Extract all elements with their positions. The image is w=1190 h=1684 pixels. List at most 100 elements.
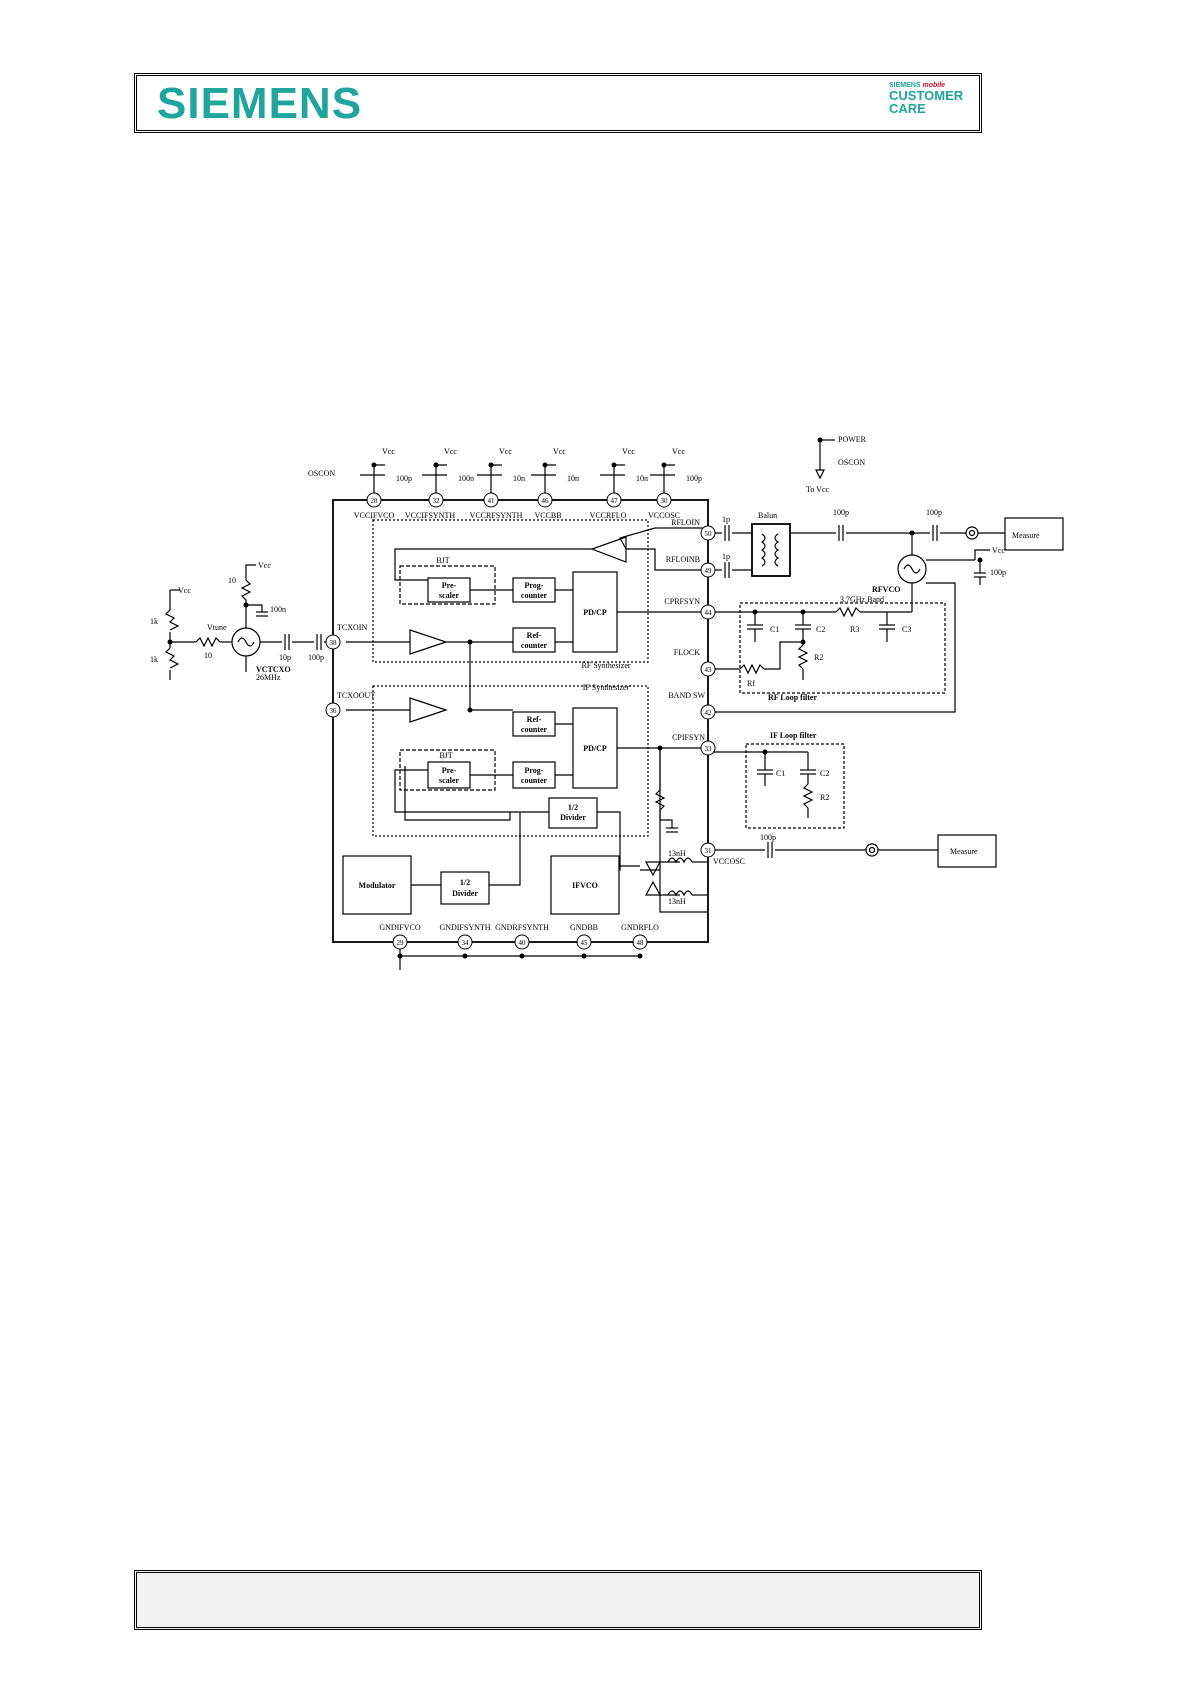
vcc-label-1: Vcc [382,447,395,456]
prescaler1-label-b: scaler [439,591,459,600]
bjt2-label: BJT [439,751,452,760]
pin-label-band-sw: BAND SW [668,691,705,700]
pin-num-45: 45 [581,939,589,947]
pin-num-38: 38 [330,639,338,647]
if-c1-label: C1 [776,769,785,778]
cc-logo-line3: CARE [889,101,926,116]
vctcxo-vcc-label: Vcc [258,561,271,570]
c1p-a-label: 1p [722,515,730,524]
c100p-a-label: 100p [833,508,849,517]
rf-c3-label: C3 [902,625,911,634]
measure2-label: Measure [950,847,978,856]
pin-num-31: 31 [705,847,713,855]
pin-num-50: 50 [705,530,713,538]
rf-loop-filter-region [739,602,946,694]
if-synth-label: IF Synthesizer [583,683,630,692]
inductor1-label: 13nH [668,849,686,858]
r1k-b-label: 1k [150,655,158,664]
r10b-label: 10 [204,651,212,660]
vcc-label-2: Vcc [444,447,457,456]
pin-num-46: 46 [542,497,550,505]
vctcxo-label: VCTCXO [256,665,291,674]
pin-label-cprfsyn: CPRFSYN [664,597,700,606]
rfvco-vcc-label: Vcc [992,546,1005,555]
pdcp2-label: PD/CP [583,744,607,753]
divider1-label-b: Divider [560,813,586,822]
siemens-logo: SIEMENS [157,79,363,128]
prescaler2-label-b: scaler [439,776,459,785]
pin-num-40: 40 [519,939,527,947]
ref2-label-a: Ref- [527,715,542,724]
to-vcc-label: To Vcc [806,485,830,494]
divider2-label-a: 1/2 [460,878,470,887]
pin-label-gndifvco: GNDIFVCO [379,923,421,932]
pin-num-44: 44 [705,609,713,617]
pin-num-29: 29 [397,939,405,947]
pin-num-42: 42 [705,709,713,717]
prog2-label-b: counter [521,776,548,785]
divider2-block [440,871,490,905]
pin-label-cpifsyn: CPIFSYN [672,733,705,742]
pin-label-vccbb: VCCBB [534,511,561,520]
pin-label-rfloinb: RFLOINB [666,555,700,564]
r10-label: 10 [228,576,236,585]
power-label: POWER [838,435,867,444]
c100p-d-label: 100p [760,833,776,842]
vcc-label-4: Vcc [553,447,566,456]
pin-label-vccifvco: VCCIFVCO [354,511,395,520]
if-r2-label: R2 [820,793,829,802]
ref1-label-b: counter [521,641,548,650]
pin-label-rfloin: RFLOIN [671,518,700,527]
pin-num-49: 49 [705,567,713,575]
cap-top-4: 10n [567,474,579,483]
pin-num-33: 33 [705,745,713,753]
if-synth-region [372,685,649,837]
c100p-b-label: 100p [926,508,942,517]
pin-num-28: 28 [371,497,379,505]
prog1-label-a: Prog- [525,581,544,590]
vcc-label-3: Vcc [499,447,512,456]
pin-num-41: 41 [488,497,496,505]
pin-label-vccosc-top: VCCOSC [648,511,680,520]
customer-care-logo: SIEMENS mobile CUSTOMER CARE [889,82,969,128]
rf-r3-label: R3 [850,625,859,634]
if-c2-label: C2 [820,769,829,778]
divider1-block [548,797,598,829]
cc-logo-line1: SIEMENS mobile [889,82,946,89]
rf-r2-label: R2 [814,653,823,662]
vtune-label: Vtune [207,623,227,632]
bjt1-region [399,565,496,605]
page-footer [134,1570,982,1630]
pin-label-gndrfsynth: GNDRFSYNTH [495,923,549,932]
rf-loop-filter-label: RF Loop filter [768,693,817,702]
pin-num-30: 30 [661,497,669,505]
c100n-label: 100n [270,605,286,614]
measure1-label: Measure [1012,531,1040,540]
prescaler2-label-a: Pre- [442,766,457,775]
c10p-label: 10p [279,653,291,662]
pin-label-gndifsynth: GNDIFSYNTH [439,923,490,932]
pin-label-flock: FLOCK [674,648,700,657]
c100p-label: 100p [308,653,324,662]
cap-top-1: 100p [396,474,412,483]
cap-top-2: 100n [458,474,474,483]
pin-label-vccrfsynth: VCCRFSYNTH [470,511,523,520]
if-amp-triangle [409,697,448,723]
rf-c1-label: C1 [770,625,779,634]
pin-num-43: 43 [705,666,713,674]
rfvco-label: RFVCO [872,585,900,594]
rf-synth-region [372,519,649,663]
vcc-label-5: Vcc [622,447,635,456]
cc-logo-line2: CUSTOMER [889,88,964,103]
pin-num-36: 36 [330,707,338,715]
divider2-label-b: Divider [452,889,478,898]
cap-top-5: 10n [636,474,648,483]
pin-label-tcxoout: TCXOOUT [337,691,375,700]
measure1-box [1004,517,1064,551]
rf-rf-label: Rf [747,679,755,688]
rf-synth-label: RF Synthesizer [581,661,630,670]
ref-counter1-block [512,627,556,653]
divider1-label-a: 1/2 [568,803,578,812]
inductor2-label: 13nH [668,897,686,906]
